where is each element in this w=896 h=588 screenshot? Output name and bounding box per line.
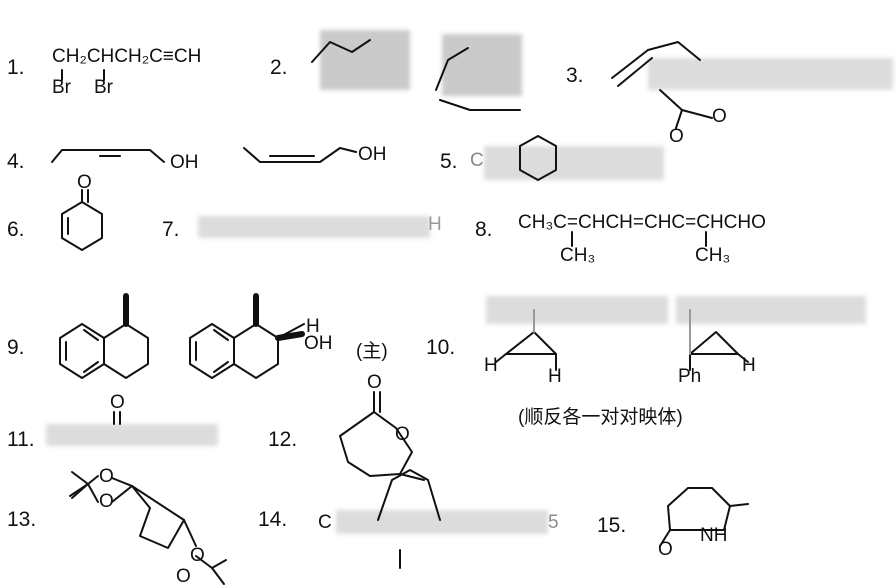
item-number-11: 11. [7, 428, 35, 451]
item-4-oh-right: OH [358, 144, 387, 165]
item-5-bonds [519, 135, 557, 181]
item-10-ph: Ph [678, 366, 702, 387]
item-9-atom-h: H [306, 316, 320, 337]
item-10-h-2: H [548, 366, 562, 387]
item-2-obscured-region-2 [442, 34, 522, 96]
item-14-bonds [377, 469, 441, 569]
item-8-methyl-2: CH₃ [695, 245, 731, 266]
item-1-bonds [61, 69, 105, 81]
item-10-h-1: H [484, 355, 498, 376]
item-2-bonds [311, 39, 521, 111]
item-number-12: 12. [268, 428, 298, 451]
item-number-4: 4. [7, 150, 25, 173]
item-7-tail: H [428, 214, 442, 235]
item-number-5: 5. [440, 150, 458, 173]
item-6-bonds [61, 189, 103, 251]
item-4-oh-left: OH [170, 152, 199, 173]
item-number-14: 14. [258, 508, 288, 531]
item-13-atom-o-1: O [99, 466, 114, 487]
item-10-bonds [495, 309, 749, 371]
item-number-13: 13. [7, 508, 37, 531]
item-2-obscured-region-1 [320, 30, 410, 90]
item-number-9: 9. [7, 336, 25, 359]
item-5-prefix: C [470, 150, 484, 171]
item-number-1: 1. [7, 56, 25, 79]
item-3-atom-o-1: O [669, 126, 684, 147]
item-1-br-1: Br [52, 77, 71, 98]
item-number-3: 3. [566, 64, 584, 87]
item-14-obscured-region [336, 510, 548, 534]
item-10-note: (顺反各一对对映体) [518, 407, 683, 428]
item-13-atom-o-4: O [176, 566, 191, 587]
item-6-atom-o: O [77, 172, 92, 193]
item-10-obscured-region-2 [676, 296, 866, 324]
item-3-bonds [611, 41, 713, 129]
item-number-10: 10. [426, 336, 456, 359]
item-number-6: 6. [7, 218, 25, 241]
item-11-atom-o: O [110, 392, 125, 413]
item-number-8: 8. [475, 218, 493, 241]
item-number-15: 15. [597, 514, 627, 537]
item-12-bonds [339, 391, 425, 481]
item-11-obscured-region [46, 424, 218, 446]
item-1-formula: CH₂CHCH₂C≡CH [52, 46, 202, 67]
item-3-atom-o-2: O [712, 106, 727, 127]
item-8-formula: CH₃C=CHCH=CHC=CHCHO [518, 212, 766, 233]
item-9-major-note: (主) [356, 341, 388, 362]
item-13-atom-o-2: O [99, 491, 114, 512]
item-9-bonds [59, 293, 305, 379]
item-11-bonds [113, 411, 121, 425]
item-7-obscured-region [198, 216, 430, 238]
item-8-bonds [571, 231, 707, 247]
item-1-br-2: Br [94, 77, 113, 98]
item-5-obscured-region [484, 146, 664, 180]
item-14-suffix: 5 [548, 512, 559, 533]
item-13-bonds [69, 471, 227, 585]
item-9-atom-oh: OH [304, 333, 333, 354]
item-8-methyl-1: CH₃ [560, 245, 596, 266]
item-14-prefix: C [318, 512, 332, 533]
item-15-bonds [659, 487, 749, 547]
item-number-7: 7. [162, 218, 180, 241]
item-number-2: 2. [270, 56, 288, 79]
item-3-obscured-region [648, 58, 893, 90]
item-12-atom-o-carbonyl: O [367, 372, 382, 393]
item-12-atom-o-ring: O [395, 424, 410, 445]
item-10-obscured-region-1 [486, 296, 668, 324]
item-4-bonds [51, 147, 357, 163]
